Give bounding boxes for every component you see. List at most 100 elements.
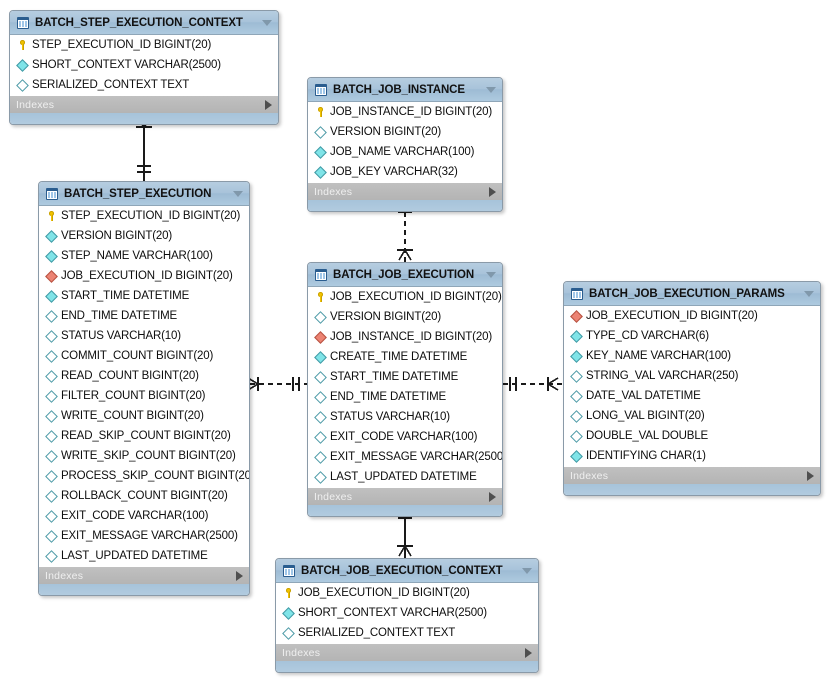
column-row[interactable]: READ_COUNT BIGINT(20) [39, 366, 249, 386]
column-label: STEP_EXECUTION_ID BIGINT(20) [32, 39, 212, 51]
column-row[interactable]: STRING_VAL VARCHAR(250) [564, 366, 820, 386]
column-row[interactable]: TYPE_CD VARCHAR(6) [564, 326, 820, 346]
empty-diamond-icon [314, 126, 327, 139]
column-row[interactable]: JOB_KEY VARCHAR(32) [308, 162, 502, 182]
filled-diamond-icon [570, 450, 583, 463]
column-row[interactable]: KEY_NAME VARCHAR(100) [564, 346, 820, 366]
empty-diamond-icon [45, 310, 58, 323]
column-row[interactable]: STATUS VARCHAR(10) [308, 407, 502, 427]
column-row[interactable]: READ_SKIP_COUNT BIGINT(20) [39, 426, 249, 446]
empty-diamond-icon [282, 627, 295, 640]
table-header[interactable]: BATCH_JOB_EXECUTION [308, 263, 502, 287]
column-row[interactable]: LAST_UPDATED DATETIME [39, 546, 249, 566]
table-header[interactable]: BATCH_STEP_EXECUTION [39, 182, 249, 206]
chevron-down-icon[interactable] [262, 19, 272, 26]
column-label: SHORT_CONTEXT VARCHAR(2500) [298, 607, 487, 619]
indexes-section-toggle[interactable]: Indexes [276, 643, 538, 661]
column-row[interactable]: VERSION BIGINT(20) [308, 122, 502, 142]
filled-diamond-icon [314, 146, 327, 159]
table-header[interactable]: BATCH_JOB_INSTANCE [308, 78, 502, 102]
column-row[interactable]: START_TIME DATETIME [308, 367, 502, 387]
column-row[interactable]: EXIT_MESSAGE VARCHAR(2500) [39, 526, 249, 546]
column-row[interactable]: IDENTIFYING CHAR(1) [564, 446, 820, 466]
column-row[interactable]: JOB_NAME VARCHAR(100) [308, 142, 502, 162]
column-label: END_TIME DATETIME [330, 391, 447, 403]
column-row[interactable]: DOUBLE_VAL DOUBLE [564, 426, 820, 446]
column-row[interactable]: FILTER_COUNT BIGINT(20) [39, 386, 249, 406]
column-row[interactable]: LAST_UPDATED DATETIME [308, 467, 502, 487]
column-label: JOB_EXECUTION_ID BIGINT(20) [586, 310, 758, 322]
column-row[interactable]: STATUS VARCHAR(10) [39, 326, 249, 346]
column-row[interactable]: CREATE_TIME DATETIME [308, 347, 502, 367]
red-diamond-icon [314, 331, 327, 344]
column-row[interactable]: SHORT_CONTEXT VARCHAR(2500) [10, 55, 278, 75]
filled-diamond-icon [45, 230, 58, 243]
column-row[interactable]: EXIT_CODE VARCHAR(100) [308, 427, 502, 447]
column-row[interactable]: COMMIT_COUNT BIGINT(20) [39, 346, 249, 366]
relationship-step-execution-context [136, 118, 152, 181]
indexes-section-toggle[interactable]: Indexes [564, 466, 820, 484]
column-row[interactable]: PROCESS_SKIP_COUNT BIGINT(20) [39, 466, 249, 486]
column-row[interactable]: STEP_EXECUTION_ID BIGINT(20) [39, 206, 249, 226]
column-label: WRITE_SKIP_COUNT BIGINT(20) [61, 450, 236, 462]
indexes-section-toggle[interactable]: Indexes [308, 487, 502, 505]
column-list: STEP_EXECUTION_ID BIGINT(20) SHORT_CONTEX… [10, 35, 278, 95]
column-row[interactable]: SERIALIZED_CONTEXT TEXT [276, 623, 538, 643]
column-label: VERSION BIGINT(20) [61, 230, 173, 242]
column-row[interactable]: WRITE_SKIP_COUNT BIGINT(20) [39, 446, 249, 466]
column-row[interactable]: ROLLBACK_COUNT BIGINT(20) [39, 486, 249, 506]
column-row[interactable]: JOB_EXECUTION_ID BIGINT(20) [276, 583, 538, 603]
table-header[interactable]: BATCH_JOB_EXECUTION_PARAMS [564, 282, 820, 306]
column-label: LAST_UPDATED DATETIME [330, 471, 477, 483]
table-batch-job-execution-params[interactable]: BATCH_JOB_EXECUTION_PARAMS JOB_EXECUTION_… [563, 281, 821, 496]
column-row[interactable]: SHORT_CONTEXT VARCHAR(2500) [276, 603, 538, 623]
column-row[interactable]: VERSION BIGINT(20) [39, 226, 249, 246]
column-row[interactable]: LONG_VAL BIGINT(20) [564, 406, 820, 426]
triangle-right-icon[interactable] [489, 186, 496, 197]
triangle-right-icon[interactable] [265, 99, 272, 110]
chevron-down-icon[interactable] [233, 190, 243, 197]
column-row[interactable]: EXIT_CODE VARCHAR(100) [39, 506, 249, 526]
indexes-section-toggle[interactable]: Indexes [10, 95, 278, 113]
column-label: STATUS VARCHAR(10) [330, 411, 450, 423]
chevron-down-icon[interactable] [486, 86, 496, 93]
chevron-down-icon[interactable] [486, 271, 496, 278]
column-row[interactable]: START_TIME DATETIME [39, 286, 249, 306]
red-diamond-icon [45, 270, 58, 283]
column-row[interactable]: STEP_EXECUTION_ID BIGINT(20) [10, 35, 278, 55]
column-row[interactable]: END_TIME DATETIME [39, 306, 249, 326]
column-row[interactable]: JOB_INSTANCE_ID BIGINT(20) [308, 327, 502, 347]
triangle-right-icon[interactable] [489, 491, 496, 502]
column-row[interactable]: JOB_EXECUTION_ID BIGINT(20) [39, 266, 249, 286]
table-header[interactable]: BATCH_STEP_EXECUTION_CONTEXT [10, 11, 278, 35]
column-row[interactable]: JOB_EXECUTION_ID BIGINT(20) [308, 287, 502, 307]
column-label: EXIT_MESSAGE VARCHAR(2500) [330, 451, 503, 463]
triangle-right-icon[interactable] [525, 647, 532, 658]
column-row[interactable]: SERIALIZED_CONTEXT TEXT [10, 75, 278, 95]
table-icon [46, 187, 58, 200]
table-footer [10, 113, 278, 124]
indexes-section-toggle[interactable]: Indexes [308, 182, 502, 200]
column-row[interactable]: STEP_NAME VARCHAR(100) [39, 246, 249, 266]
table-header[interactable]: BATCH_JOB_EXECUTION_CONTEXT [276, 559, 538, 583]
column-row[interactable]: DATE_VAL DATETIME [564, 386, 820, 406]
column-row[interactable]: EXIT_MESSAGE VARCHAR(2500) [308, 447, 502, 467]
column-row[interactable]: WRITE_COUNT BIGINT(20) [39, 406, 249, 426]
indexes-section-toggle[interactable]: Indexes [39, 566, 249, 584]
column-row[interactable]: VERSION BIGINT(20) [308, 307, 502, 327]
column-row[interactable]: JOB_EXECUTION_ID BIGINT(20) [564, 306, 820, 326]
chevron-down-icon[interactable] [804, 290, 814, 297]
empty-diamond-icon [45, 410, 58, 423]
chevron-down-icon[interactable] [522, 567, 532, 574]
column-row[interactable]: JOB_INSTANCE_ID BIGINT(20) [308, 102, 502, 122]
column-label: IDENTIFYING CHAR(1) [586, 450, 706, 462]
relationship-job-execution-step-execution [247, 377, 307, 391]
column-row[interactable]: END_TIME DATETIME [308, 387, 502, 407]
triangle-right-icon[interactable] [236, 570, 243, 581]
triangle-right-icon[interactable] [807, 470, 814, 481]
